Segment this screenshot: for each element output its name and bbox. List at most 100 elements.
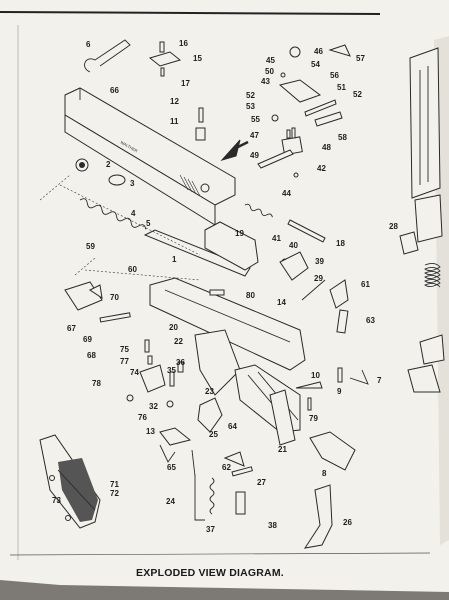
lever-part — [279, 251, 309, 281]
part-number: 32 — [149, 402, 158, 411]
part-number: 61 — [361, 280, 370, 289]
pin-part — [198, 107, 204, 123]
part-number: 51 — [337, 83, 346, 92]
part-number: 41 — [272, 234, 281, 243]
part-number: 23 — [205, 387, 214, 396]
frame-part — [149, 277, 306, 396]
part-number: 75 — [120, 345, 129, 354]
part-number: 68 — [87, 351, 96, 360]
sear-part — [309, 431, 356, 471]
trigger-bar-parts — [234, 364, 301, 446]
rear-sight-parts — [148, 41, 182, 77]
part-number: 22 — [174, 337, 183, 346]
part-number: 78 — [92, 379, 101, 388]
part-number: 80 — [246, 291, 255, 300]
part-number: 71 — [110, 480, 119, 489]
part-number: 12 — [170, 97, 179, 106]
part-number: 11 — [170, 117, 179, 126]
part-number: 67 — [67, 324, 76, 333]
part-number: 52 — [353, 90, 362, 99]
part-number: 54 — [311, 60, 320, 69]
part-number: 4 — [131, 209, 136, 218]
part-number: 59 — [86, 242, 95, 251]
part-number: 15 — [193, 54, 202, 63]
part-number: 70 — [110, 293, 119, 302]
backstrap-part — [303, 484, 333, 549]
part-number: 65 — [167, 463, 176, 472]
diagram-caption: EXPLODED VIEW DIAGRAM. — [136, 567, 284, 579]
part-number: 9 — [337, 387, 342, 396]
magazine-button — [399, 231, 419, 255]
part-number: 19 — [235, 229, 244, 238]
firing-mechanism-parts — [257, 44, 351, 178]
hammer-parts — [126, 339, 184, 402]
part-number: 10 — [311, 371, 320, 380]
part-number: 39 — [315, 257, 324, 266]
part-number: 66 — [110, 86, 119, 95]
part-number: 63 — [366, 316, 375, 325]
part-number: 5 — [146, 219, 151, 228]
part-number: 7 — [377, 376, 382, 385]
spring-wire — [194, 475, 205, 521]
part-number: 18 — [336, 239, 345, 248]
part-number: 53 — [246, 102, 255, 111]
part-number: 6 — [86, 40, 91, 49]
part-number: 47 — [250, 131, 259, 140]
firing-pin — [287, 219, 326, 243]
part-number: 26 — [343, 518, 352, 527]
part-number: 40 — [289, 241, 298, 250]
part-number: 49 — [250, 151, 259, 160]
bottom-border-line — [9, 552, 431, 556]
part-number: 17 — [181, 79, 190, 88]
part-number: 69 — [83, 335, 92, 344]
part-number: 3 — [130, 179, 135, 188]
part-number: 42 — [317, 164, 326, 173]
part-number-labels: 1 2 3 4 5 6 7 8 9 10 11 12 13 14 15 16 1… — [52, 39, 398, 534]
part-number: 36 — [176, 358, 185, 367]
part-number: 20 — [169, 323, 178, 332]
part-number: 60 — [128, 265, 137, 274]
part-number: 13 — [146, 427, 155, 436]
part-number: 38 — [268, 521, 277, 530]
part-number: 37 — [206, 525, 215, 534]
part-number: 21 — [278, 445, 287, 454]
part-number: 44 — [282, 189, 291, 198]
slide-part: WALTHER — [64, 87, 236, 226]
part-number: 56 — [330, 71, 339, 80]
part-number: 14 — [277, 298, 286, 307]
top-border-line — [0, 11, 381, 15]
part-number: 57 — [356, 54, 365, 63]
part-number: 43 — [261, 77, 270, 86]
part-number: 50 — [265, 67, 274, 76]
part-number: 62 — [222, 463, 231, 472]
part-number: 24 — [166, 497, 175, 506]
part-number: 48 — [322, 143, 331, 152]
part-number: 46 — [314, 47, 323, 56]
part-number: 1 — [172, 255, 177, 264]
extractor-part — [195, 127, 206, 141]
part-number: 73 — [52, 496, 61, 505]
safety-part — [329, 279, 349, 309]
part-number: 16 — [179, 39, 188, 48]
guide-rod — [143, 229, 251, 277]
hook-part — [84, 39, 131, 73]
part-number: 27 — [257, 478, 266, 487]
part-number: 58 — [338, 133, 347, 142]
part-number: 72 — [110, 489, 119, 498]
part-number: 35 — [167, 366, 176, 375]
grip-panel — [39, 434, 101, 529]
plate-part — [336, 309, 349, 334]
firing-pin-spring — [244, 203, 273, 218]
part-number: 45 — [266, 56, 275, 65]
small-parts-right — [295, 367, 369, 411]
barrel-part — [204, 221, 259, 271]
part-number: 29 — [314, 274, 323, 283]
part-number: 74 — [130, 368, 139, 377]
part-number: 79 — [309, 414, 318, 423]
part-number: 8 — [322, 469, 327, 478]
part-number: 64 — [228, 422, 237, 431]
part-number: 77 — [120, 357, 129, 366]
trigger-parts — [159, 397, 223, 477]
pin-part — [223, 451, 245, 467]
spring-guide — [235, 491, 246, 515]
